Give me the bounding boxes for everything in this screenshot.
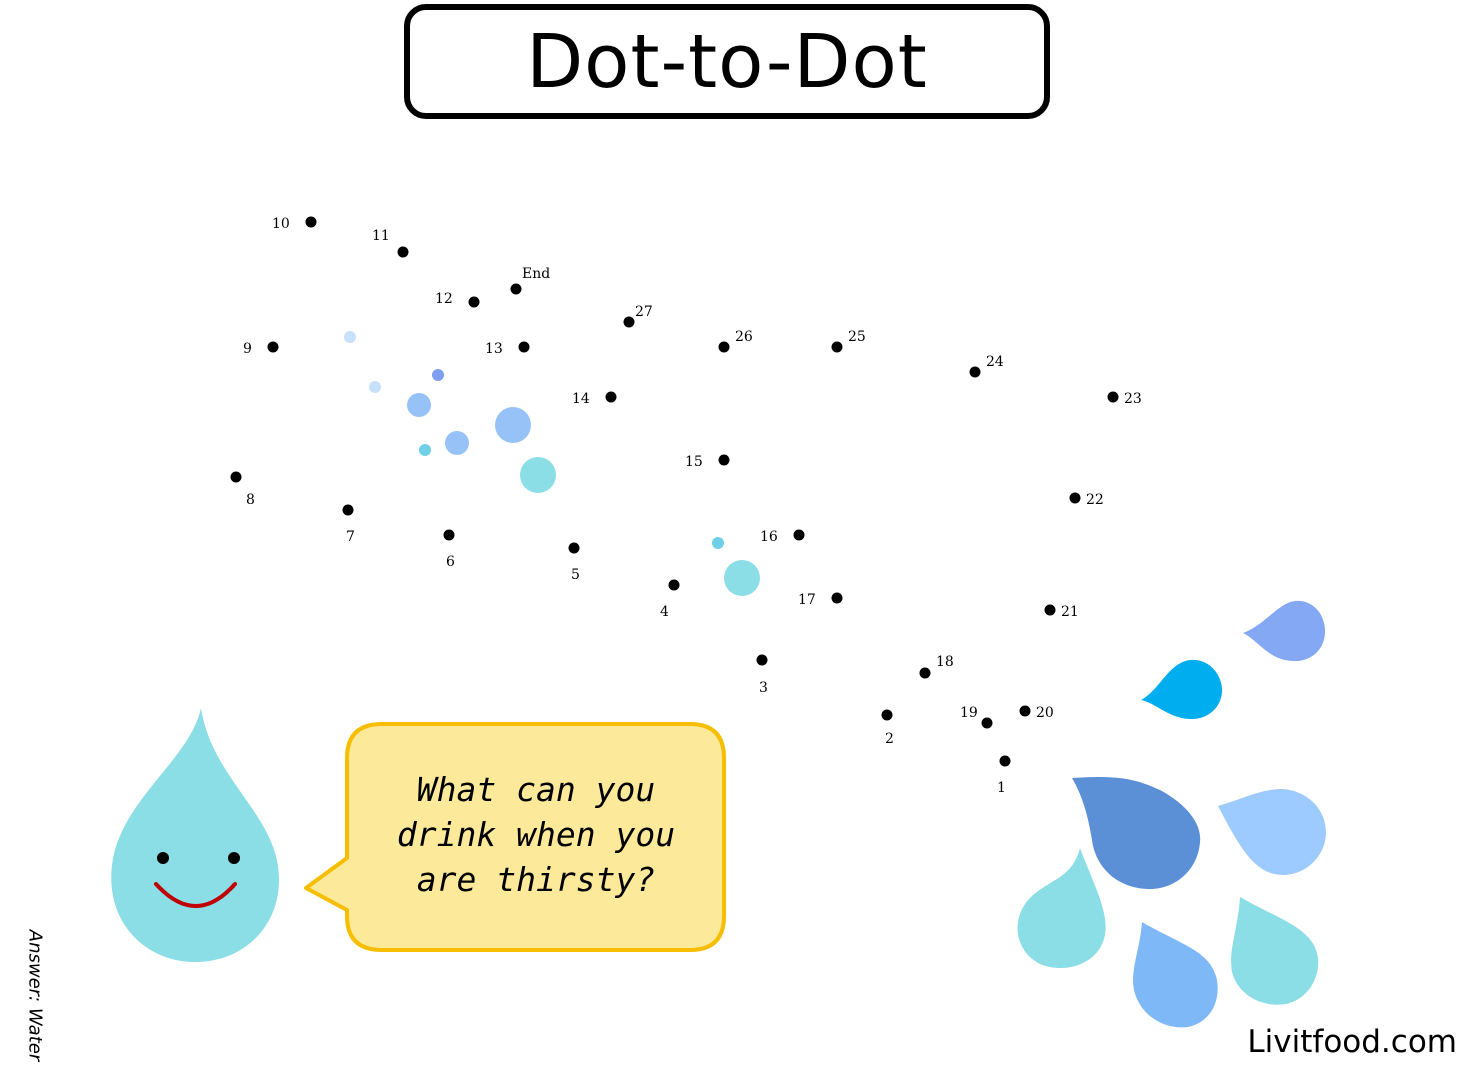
dot-1[interactable] bbox=[999, 755, 1011, 767]
bubble bbox=[724, 560, 760, 596]
dot-13[interactable] bbox=[518, 341, 530, 353]
water-drop-icon bbox=[1243, 600, 1326, 662]
dot-25[interactable] bbox=[831, 341, 843, 353]
question-line-1: What can you bbox=[417, 770, 655, 809]
dot-8[interactable] bbox=[230, 471, 242, 483]
water-drop-icon bbox=[1218, 789, 1326, 875]
dot-label-23: 23 bbox=[1124, 391, 1142, 407]
title-box: Dot-to-Dot bbox=[404, 4, 1050, 119]
dot-label-12: 12 bbox=[435, 291, 453, 307]
dot-3[interactable] bbox=[756, 654, 768, 666]
bubble bbox=[407, 393, 431, 417]
dot-label-3: 3 bbox=[759, 680, 768, 696]
dot-label-20: 20 bbox=[1036, 705, 1054, 721]
dot-label-7: 7 bbox=[346, 529, 355, 545]
dot-label-13: 13 bbox=[485, 341, 503, 357]
question-line-3: are thirsty? bbox=[417, 860, 655, 899]
bubble bbox=[419, 444, 431, 456]
dot-6[interactable] bbox=[443, 529, 455, 541]
dot-21[interactable] bbox=[1044, 604, 1056, 616]
dot-label-6: 6 bbox=[446, 554, 455, 570]
speech-bubble: What can you drink when you are thirsty? bbox=[304, 722, 726, 952]
bubble bbox=[495, 407, 531, 443]
page-title: Dot-to-Dot bbox=[526, 18, 928, 105]
dot-label-11: 11 bbox=[372, 228, 390, 244]
drop-left-eye bbox=[157, 852, 169, 864]
water-drop-icon bbox=[1072, 777, 1201, 890]
bubble bbox=[520, 457, 556, 493]
answer-text: Answer: Water bbox=[24, 929, 46, 1062]
dot-label-19: 19 bbox=[960, 705, 978, 721]
dot-16[interactable] bbox=[793, 529, 805, 541]
dot-label-27: 27 bbox=[635, 304, 653, 320]
dot-label-1: 1 bbox=[997, 780, 1006, 796]
dot-label-15: 15 bbox=[685, 454, 703, 470]
water-drop-icon bbox=[1231, 897, 1319, 1005]
dot-label-25: 25 bbox=[848, 329, 866, 345]
bubble bbox=[369, 381, 381, 393]
dot-26[interactable] bbox=[718, 341, 730, 353]
dot-11[interactable] bbox=[397, 246, 409, 258]
dot-20[interactable] bbox=[1019, 705, 1031, 717]
dot-label-16: 16 bbox=[760, 529, 778, 545]
dot-15[interactable] bbox=[718, 454, 730, 466]
dot-7[interactable] bbox=[342, 504, 354, 516]
dot-17[interactable] bbox=[831, 592, 843, 604]
dot-label-14: 14 bbox=[572, 391, 590, 407]
dot-label-26: 26 bbox=[735, 329, 753, 345]
dot-14[interactable] bbox=[605, 391, 617, 403]
dot-label-10: 10 bbox=[272, 216, 290, 232]
water-drop-icon bbox=[1133, 922, 1218, 1028]
dot-27[interactable] bbox=[623, 316, 635, 328]
dot-label-24: 24 bbox=[986, 354, 1004, 370]
smiling-drop bbox=[111, 708, 280, 962]
water-drop-icon bbox=[1141, 659, 1223, 720]
bubble bbox=[712, 537, 724, 549]
dot-19[interactable] bbox=[981, 717, 993, 729]
dot-label-9: 9 bbox=[243, 341, 252, 357]
bubbles bbox=[344, 331, 760, 596]
dot-2[interactable] bbox=[881, 709, 893, 721]
dot-4[interactable] bbox=[668, 579, 680, 591]
dot-label-18: 18 bbox=[936, 654, 954, 670]
dot-10[interactable] bbox=[305, 216, 317, 228]
dot-label-22: 22 bbox=[1086, 492, 1104, 508]
question-line-2: drink when you bbox=[397, 815, 675, 854]
dot-5[interactable] bbox=[568, 542, 580, 554]
site-credit[interactable]: Livitfood.com bbox=[1247, 1024, 1457, 1060]
bubble bbox=[445, 431, 469, 455]
dot-24[interactable] bbox=[969, 366, 981, 378]
dot-9[interactable] bbox=[267, 341, 279, 353]
bubble bbox=[344, 331, 356, 343]
dot-label-2: 2 bbox=[885, 731, 894, 747]
water-drop-icon bbox=[111, 708, 280, 962]
dot-22[interactable] bbox=[1069, 492, 1081, 504]
dot-end[interactable] bbox=[510, 283, 522, 295]
dot-label-8: 8 bbox=[246, 492, 255, 508]
splash-drops bbox=[1017, 600, 1326, 1028]
speech-bubble-shape bbox=[304, 722, 726, 952]
water-drop-icon bbox=[1017, 848, 1106, 969]
dot-23[interactable] bbox=[1107, 391, 1119, 403]
bubble bbox=[432, 369, 444, 381]
drop-smile bbox=[154, 882, 237, 908]
dot-18[interactable] bbox=[919, 667, 931, 679]
dot-label-21: 21 bbox=[1061, 604, 1079, 620]
dots: 1 2 3 4 5 6 7 8 9 10 11 12 13 14 15 16 1 bbox=[230, 216, 1142, 796]
dot-label-4: 4 bbox=[660, 604, 669, 620]
dot-label-end: End bbox=[522, 266, 550, 282]
dot-label-17: 17 bbox=[798, 592, 816, 608]
dot-label-5: 5 bbox=[571, 567, 580, 583]
drop-right-eye bbox=[228, 852, 240, 864]
dot-12[interactable] bbox=[468, 296, 480, 308]
